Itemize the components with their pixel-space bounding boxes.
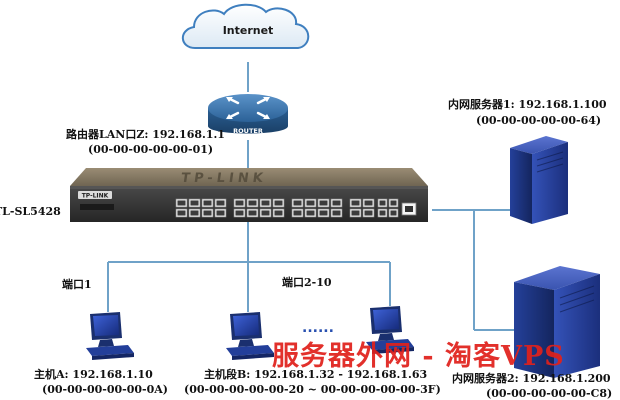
switch-port-socket [332, 210, 341, 216]
switch-port-socket [190, 200, 199, 206]
server-2-label: 内网服务器2: 192.168.1.200 [452, 372, 611, 385]
switch-port-socket [261, 200, 270, 206]
switch-port-socket [390, 210, 397, 216]
switch-port-socket [261, 210, 270, 216]
switch-port-socket [306, 200, 315, 206]
switch-brand-badge: TP-LINK [82, 193, 109, 200]
connection-lines [107, 62, 530, 331]
router-badge-label: ROUTER [233, 127, 263, 135]
switch-port-array [175, 198, 399, 218]
switch-port-socket [216, 200, 225, 206]
router-icon: ROUTER [208, 94, 288, 135]
switch-port-socket [177, 210, 186, 216]
router-mac-label: (00-00-00-00-00-01) [88, 143, 214, 156]
switch-port-socket [274, 200, 283, 206]
server-1-mac-label: (00-00-00-00-00-64) [476, 114, 602, 127]
switch-port-socket [390, 200, 397, 206]
internet-cloud-icon: Internet [181, 3, 310, 49]
host-b2-computer-icon [366, 306, 414, 354]
switch-port-socket [235, 200, 244, 206]
switch-port-socket [248, 210, 257, 216]
switch-port-socket [248, 200, 257, 206]
switch-port-socket [379, 200, 386, 206]
host-a-computer-icon [86, 312, 134, 360]
switch-port-socket [274, 210, 283, 216]
switch-port-socket [293, 200, 302, 206]
host-ellipsis: ...... [302, 320, 334, 336]
switch-port-socket [190, 210, 199, 216]
switch-port-socket [379, 210, 386, 216]
switch-port-socket [364, 210, 373, 216]
host-segment-b-label: 主机段B: 192.168.1.32 - 192.168.1.63 [204, 368, 428, 381]
host-segment-b-mac-label: (00-00-00-00-00-20 ~ 00-00-00-00-00-3F) [184, 383, 441, 396]
server-1-label: 内网服务器1: 192.168.1.100 [448, 98, 607, 111]
switch-port-socket [351, 200, 360, 206]
switch-port-socket [216, 210, 225, 216]
switch-port-socket [306, 210, 315, 216]
host-a-label: 主机A: 192.168.1.10 [34, 368, 153, 381]
port-2-10-label: 端口2-10 [282, 276, 332, 289]
server-2-icon [514, 266, 600, 378]
watermark-text: 服务器外网 - 淘客VPS [272, 341, 565, 372]
server-2-mac-label: (00-00-00-00-00-C8) [486, 387, 613, 400]
switch-port-socket [203, 200, 212, 206]
switch-model-label: TL-SL5428 [0, 205, 61, 218]
switch-icon: TP-LINK TP-LINK [70, 168, 428, 222]
server-1-icon [510, 136, 568, 224]
switch-port-socket [364, 200, 373, 206]
port-1-label: 端口1 [62, 278, 92, 291]
switch-port-socket [177, 200, 186, 206]
internet-label: Internet [223, 24, 274, 37]
switch-port-socket [319, 200, 328, 206]
switch-port-socket [351, 210, 360, 216]
host-b1-computer-icon [226, 312, 274, 360]
switch-port-socket [293, 210, 302, 216]
router-lan-label: 路由器LAN口Z: 192.168.1.1 [66, 128, 225, 141]
switch-port-socket [319, 210, 328, 216]
switch-port-socket [203, 210, 212, 216]
host-a-mac-label: (00-00-00-00-00-0A) [42, 383, 168, 396]
switch-port-socket [332, 200, 341, 206]
switch-top-brand: TP-LINK [180, 171, 268, 186]
switch-port-socket [235, 210, 244, 216]
